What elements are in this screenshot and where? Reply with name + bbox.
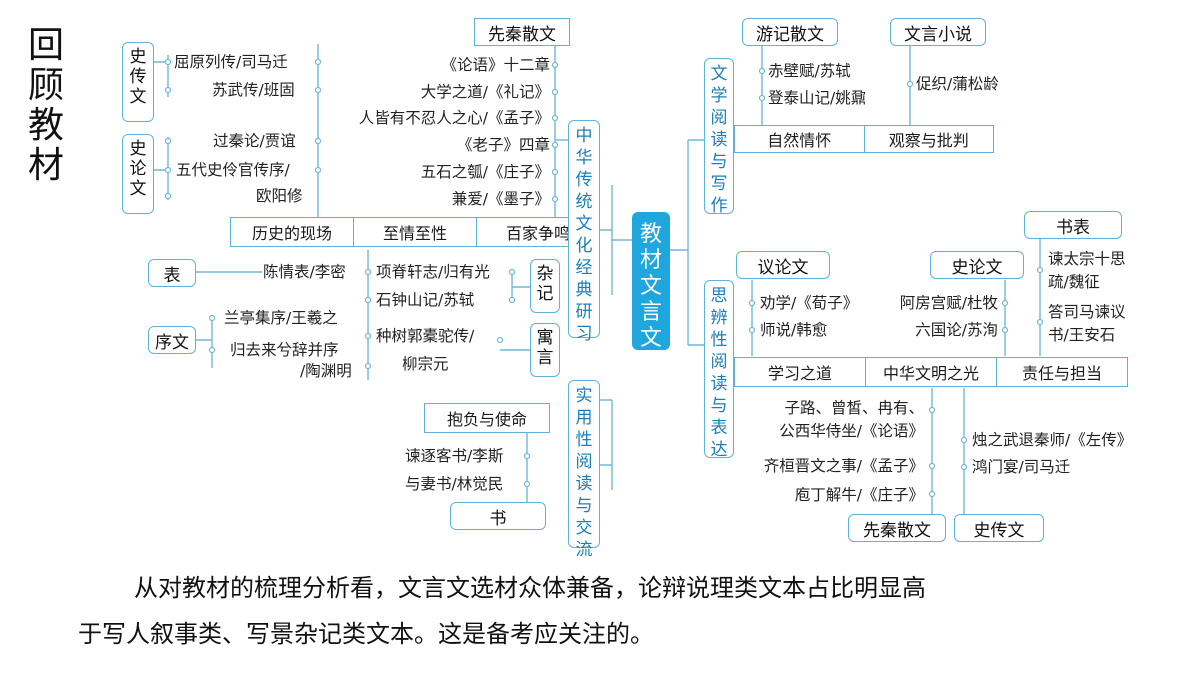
text-lunyu: 《论语》十二章 bbox=[441, 56, 550, 74]
summary-line-1: 从对教材的梳理分析看，文言文选材众体兼备，论辩说理类文本占比明显高 bbox=[134, 574, 926, 602]
text-lanting: 兰亭集序/王羲之 bbox=[224, 309, 338, 327]
text-dasima: 答司马谏议 bbox=[1048, 303, 1126, 321]
text-chenqingbiao: 陈情表/李密 bbox=[263, 263, 346, 281]
youji-box: 游记散文 bbox=[742, 18, 838, 46]
category-zhonghua: 中华传统文化经典研习 bbox=[568, 120, 600, 344]
text-zhuangzi: 五石之瓠/《庄子》 bbox=[420, 163, 550, 181]
wenxue-theme-bar: 自然情怀 观察与批判 bbox=[734, 125, 994, 153]
theme-baofu: 抱负与使命 bbox=[446, 410, 527, 429]
text-weizheng: 疏/魏征 bbox=[1048, 273, 1100, 291]
center-node: 教材文言文 bbox=[632, 212, 670, 351]
text-mengzi: 人皆有不忍人之心/《孟子》 bbox=[358, 109, 550, 127]
category-wenxue: 文学阅读与写作 bbox=[704, 58, 734, 216]
left-theme-bar: 历史的现场 至情至性 百家争鸣 bbox=[230, 217, 600, 247]
theme-lishi: 历史的现场 bbox=[231, 218, 354, 246]
text-cuzhi: 促织/蒲松龄 bbox=[916, 75, 999, 93]
shizhuanwen-box: 史传文 bbox=[122, 42, 154, 122]
page-title: 回顾教材 bbox=[27, 25, 64, 186]
shu-box: 书 bbox=[450, 502, 546, 530]
text-guiqulai: 归去来兮辞并序 bbox=[230, 341, 339, 359]
category-sibian: 思辨性阅读与表达 bbox=[704, 280, 734, 460]
connector-lines bbox=[153, 44, 1044, 514]
text-yuqishu: 与妻书/林觉民 bbox=[405, 475, 504, 493]
sibian-theme-bar: 学习之道 中华文明之光 责任与担当 bbox=[734, 357, 1128, 387]
shilunwen-right-box: 史论文 bbox=[930, 251, 1024, 279]
text-liuguolun: 六国论/苏洵 bbox=[915, 321, 998, 339]
text-chibifu: 赤壁赋/苏轼 bbox=[768, 62, 851, 80]
theme-zeren: 责任与担当 bbox=[1021, 364, 1102, 383]
biao-box: 表 bbox=[148, 259, 196, 287]
text-suwu: 苏武传/班固 bbox=[212, 81, 295, 99]
wenyan-xiaoshuo-box: 文言小说 bbox=[890, 18, 986, 46]
summary-line-2: 于写人叙事类、写景杂记类文本。这是备考应关注的。 bbox=[78, 620, 654, 648]
text-zhongshu: 种树郭橐驼传/ bbox=[376, 327, 475, 345]
shubiao-box: 书表 bbox=[1024, 211, 1122, 239]
text-paoding: 庖丁解牛/《庄子》 bbox=[794, 486, 924, 504]
text-shizhongshan: 石钟山记/苏轼 bbox=[376, 291, 475, 309]
text-gongxihua: 公西华侍坐/《论语》 bbox=[779, 422, 924, 440]
text-afanggong: 阿房宫赋/杜牧 bbox=[899, 294, 998, 312]
zaji-box: 杂记 bbox=[530, 259, 560, 313]
theme-guancha: 观察与批判 bbox=[888, 131, 969, 150]
theme-baijia: 百家争鸣 bbox=[505, 224, 570, 243]
yilunwen-box: 议论文 bbox=[736, 251, 830, 279]
theme-ziran: 自然情怀 bbox=[735, 126, 865, 152]
text-dengtaishan: 登泰山记/姚鼐 bbox=[768, 89, 867, 107]
text-xiangjixuan: 项脊轩志/归有光 bbox=[376, 263, 490, 281]
shizhuanwen-bottom-box: 史传文 bbox=[954, 514, 1044, 542]
text-quyuan: 屈原列传/司马迁 bbox=[174, 53, 288, 71]
xuwen-box: 序文 bbox=[148, 326, 196, 354]
text-ouyangxiu: 欧阳修 bbox=[256, 187, 303, 205]
category-shiyong: 实用性阅读与交流 bbox=[568, 380, 600, 560]
xianqin-bottom-box: 先秦散文 bbox=[848, 514, 946, 542]
text-qihuan: 齐桓晋文之事/《孟子》 bbox=[763, 457, 924, 475]
shiyong-theme-bar: 抱负与使命 bbox=[424, 403, 550, 433]
text-jianzhuke: 谏逐客书/李斯 bbox=[405, 447, 504, 465]
text-wudaishi: 五代史伶官传序/ bbox=[176, 161, 290, 179]
text-laozi: 《老子》四章 bbox=[456, 136, 550, 154]
text-zilu: 子路、曾皙、冉有、 bbox=[784, 399, 924, 417]
shilunwen-box: 史论文 bbox=[122, 134, 154, 214]
theme-zhiqing: 至情至性 bbox=[354, 218, 477, 246]
xianqin-top-box: 先秦散文 bbox=[474, 18, 570, 46]
text-liuzongyuan: 柳宗元 bbox=[402, 355, 449, 373]
text-taoyuanming: /陶渊明 bbox=[300, 362, 352, 380]
text-guoqinlun: 过秦论/贾谊 bbox=[213, 132, 296, 150]
text-wanganshi: 书/王安石 bbox=[1048, 326, 1116, 344]
theme-xuexi: 学习之道 bbox=[735, 358, 866, 386]
yuyan-box: 寓言 bbox=[530, 323, 560, 377]
text-mozi: 兼爱/《墨子》 bbox=[451, 190, 550, 208]
text-quanxue: 劝学/《荀子》 bbox=[760, 294, 859, 312]
text-jiantaizong: 谏太宗十思 bbox=[1048, 250, 1126, 268]
theme-wenming: 中华文明之光 bbox=[866, 358, 997, 386]
text-hongmenyan: 鸿门宴/司马迁 bbox=[972, 458, 1071, 476]
text-daxue: 大学之道/《礼记》 bbox=[420, 83, 550, 101]
text-zhuzhiwu: 烛之武退秦师/《左传》 bbox=[972, 431, 1133, 449]
text-shishuo: 师说/韩愈 bbox=[760, 321, 828, 339]
